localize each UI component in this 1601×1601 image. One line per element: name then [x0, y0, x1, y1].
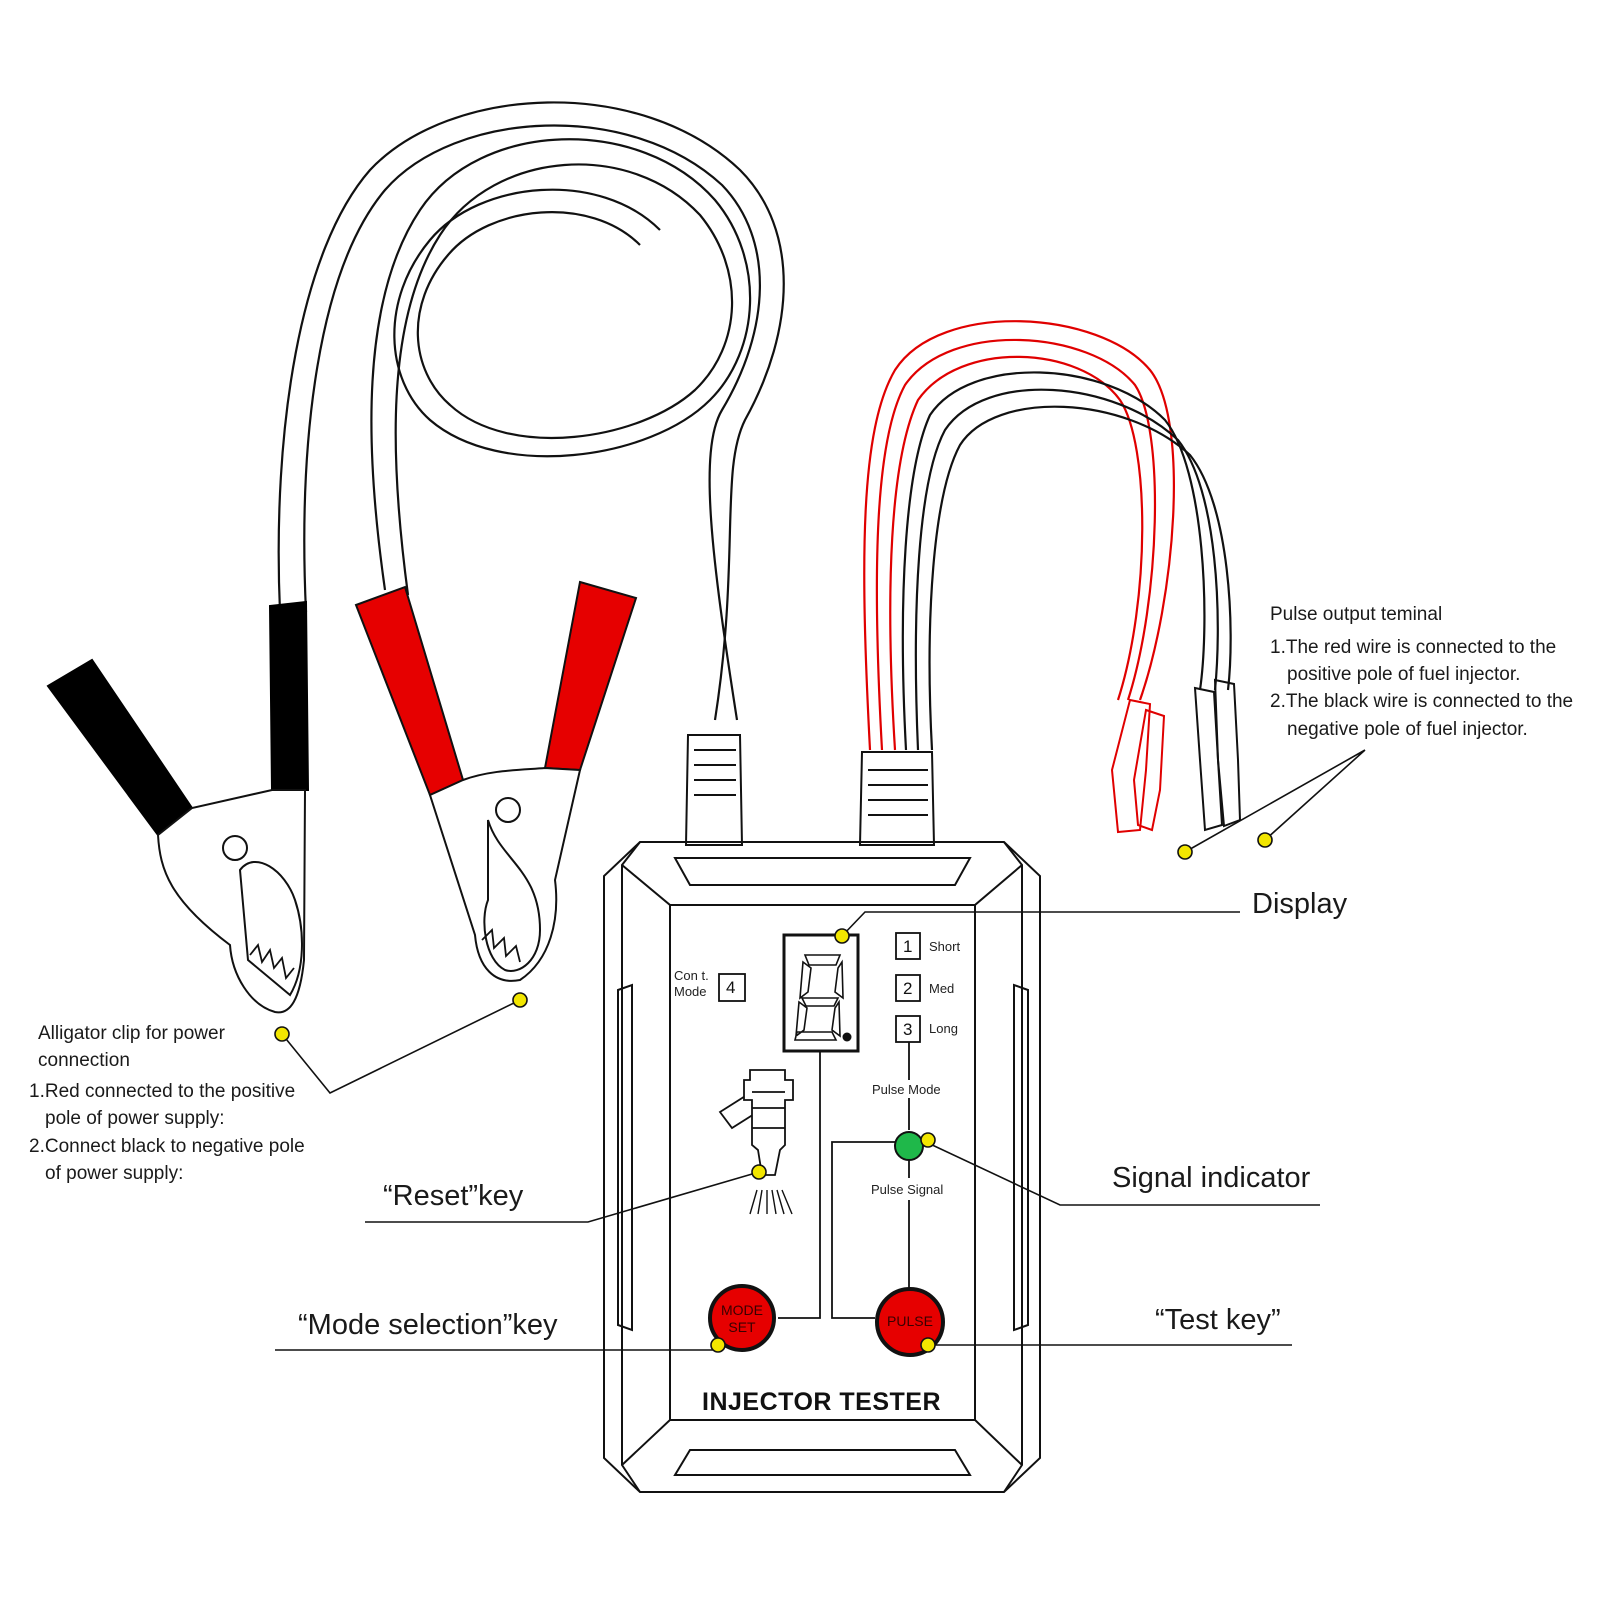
test-key-callout: “Test key”: [1155, 1304, 1281, 1336]
pulse-note-item1-line1: 1.The red wire is connected to the: [1270, 637, 1557, 658]
pulse-note-item2-line1: 2.The black wire is connected to the: [1270, 691, 1574, 712]
mode-set-button-label: MODE SET: [712, 1302, 772, 1336]
injector-icon: [718, 1069, 794, 1215]
callout-markers: [274, 832, 1273, 1353]
power-note-item1-line2: pole of power supply:: [45, 1108, 225, 1129]
device-wiring-lines: [778, 1042, 910, 1319]
mode-1-number: 1: [903, 937, 913, 956]
mode-2-number: 2: [903, 979, 913, 998]
pulse-output-terminals: [1110, 678, 1242, 834]
mode-3-label: Long: [929, 1021, 958, 1036]
pulse-mode-label: Pulse Mode: [872, 1082, 941, 1097]
pulse-note-item2-line2: negative pole of fuel injector.: [1287, 719, 1528, 740]
mode-1-label: Short: [929, 939, 961, 954]
power-note-title-line2: connection: [38, 1050, 130, 1071]
cont-mode-label-line1: Con t.: [674, 968, 709, 983]
pulse-note-item1-line2: positive pole of fuel injector.: [1287, 664, 1521, 685]
mode-set-label-line2: SET: [728, 1319, 756, 1335]
cont-mode-label-line2: Mode: [674, 984, 707, 999]
pulse-output-wires: [863, 320, 1232, 751]
red-alligator-clip: [354, 580, 638, 982]
signal-connector: [858, 751, 936, 846]
power-note-item2-line1: 2.Connect black to negative pole: [29, 1136, 305, 1157]
reset-key-callout: “Reset”key: [383, 1180, 524, 1212]
pulse-signal-label: Pulse Signal: [871, 1182, 944, 1197]
power-cable: [277, 101, 785, 721]
device-brand-title: INJECTOR TESTER: [702, 1388, 942, 1416]
cont-mode-box: [718, 973, 746, 1002]
display-callout: Display: [1252, 888, 1348, 920]
power-note-item2-line2: of power supply:: [45, 1163, 184, 1184]
mode-2-label: Med: [929, 981, 955, 996]
mode-3-number: 3: [903, 1020, 913, 1039]
leader-lines: [275, 749, 1366, 1351]
mode-number-boxes: [895, 932, 921, 1043]
power-connector: [684, 734, 744, 846]
pulse-note-title: Pulse output teminal: [1270, 604, 1443, 625]
pulse-button-label: PULSE: [887, 1313, 933, 1329]
power-note-item1-line1: 1.Red connected to the positive: [29, 1081, 296, 1102]
mode-selection-key-callout: “Mode selection”key: [298, 1309, 558, 1341]
signal-indicator-led: [894, 1131, 924, 1161]
power-note-title-line1: Alligator clip for power: [38, 1023, 225, 1044]
mode-set-label-line1: MODE: [721, 1302, 763, 1318]
mode-set-button[interactable]: [708, 1284, 776, 1352]
cont-mode-number: 4: [726, 978, 736, 997]
black-alligator-clip: [46, 600, 310, 1014]
signal-indicator-callout: Signal indicator: [1112, 1162, 1311, 1194]
seven-segment-display: [782, 933, 860, 1053]
